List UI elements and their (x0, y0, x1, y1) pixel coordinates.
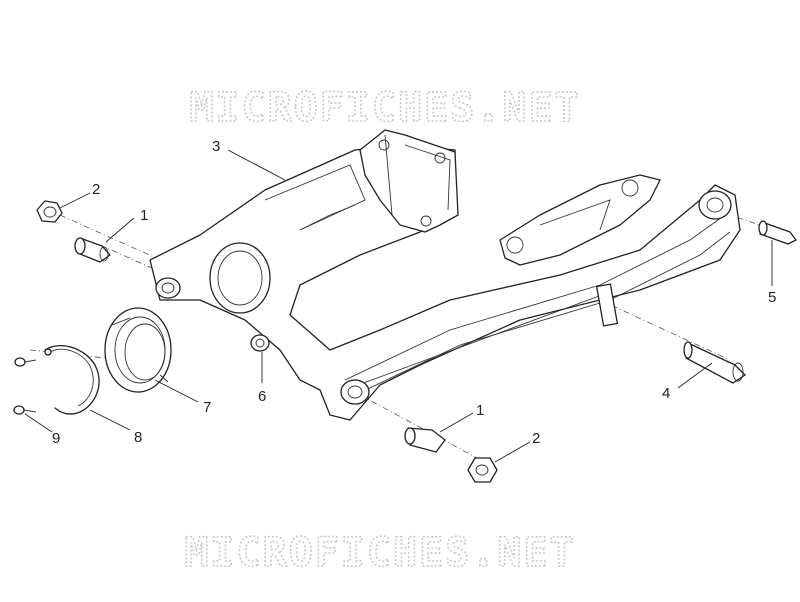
callout-9: 9 (52, 430, 60, 447)
callout-2-bottom: 2 (532, 430, 540, 447)
bushing-left (74, 237, 111, 263)
watermark-top: MICROFICHES.NET (189, 85, 580, 131)
watermark-bottom: MICROFICHES.NET (184, 530, 575, 576)
callout-4: 4 (662, 385, 670, 402)
pin-right (758, 220, 797, 245)
nut-left (36, 200, 63, 223)
callout-1-top: 1 (140, 207, 148, 224)
bushing-bottom (404, 427, 446, 453)
callout-labels: 1 1 2 2 3 4 5 6 7 8 9 (52, 138, 776, 447)
washer (250, 334, 270, 352)
callout-6: 6 (258, 388, 266, 405)
swingarm-part (149, 129, 741, 421)
callout-1-bottom: 1 (476, 402, 484, 419)
nut-bottom (467, 457, 498, 483)
callout-8: 8 (134, 429, 142, 446)
callout-2-top: 2 (92, 181, 100, 198)
pivot-shaft (683, 341, 746, 384)
leader-lines (24, 149, 773, 463)
callout-3: 3 (212, 138, 220, 155)
callout-5: 5 (768, 289, 776, 306)
circlip (44, 345, 100, 415)
callout-7: 7 (203, 399, 211, 416)
screw-left (13, 405, 37, 415)
seal-ring (104, 307, 172, 393)
screw-upper (14, 357, 37, 367)
